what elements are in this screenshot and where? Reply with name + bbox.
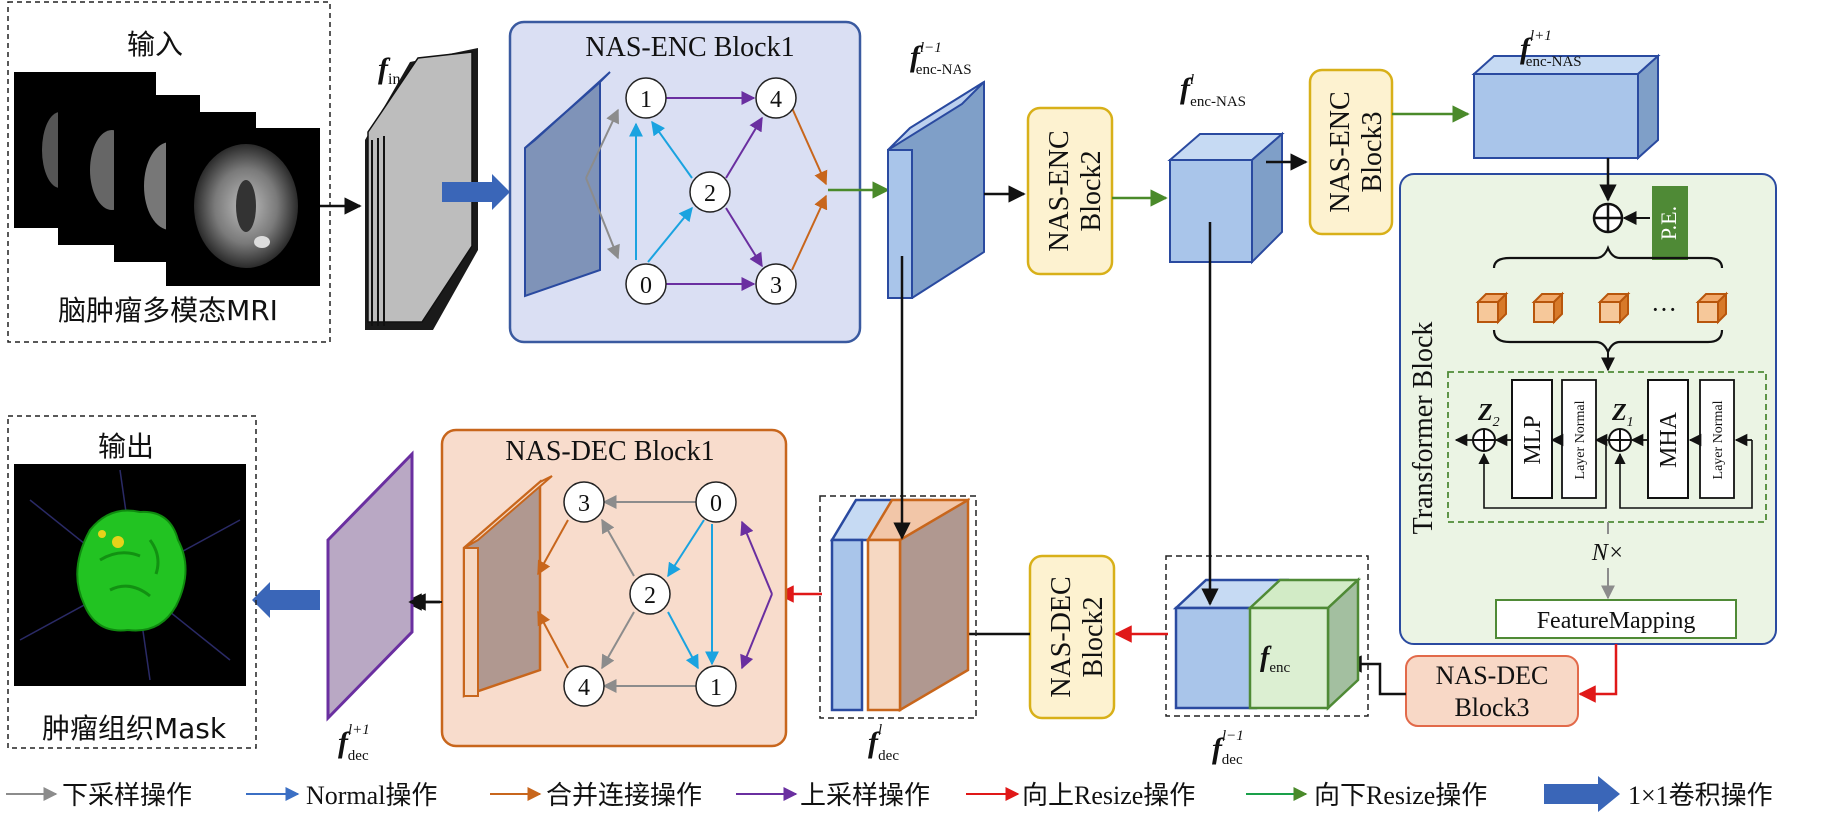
dec-node-2: 2 — [629, 573, 671, 615]
enc-node-3: 3 — [755, 263, 797, 305]
transformer-block: Transformer Block P.E. ··· Layer Normal … — [1399, 158, 1777, 645]
mha-block: MHA — [1647, 379, 1689, 499]
svg-text:NAS-ENCBlock2: NAS-ENCBlock2 — [1044, 130, 1107, 251]
input-caption: 脑肿瘤多模态MRI — [58, 294, 278, 327]
svg-text:0: 0 — [640, 273, 652, 299]
layer-norm-2: Layer Normal — [1699, 379, 1735, 499]
svg-text:4: 4 — [578, 675, 590, 701]
z2-label: Z2 — [1477, 400, 1500, 430]
svg-text:NAS-ENCBlock3: NAS-ENCBlock3 — [1325, 91, 1388, 212]
conv1x1-arrow-enc — [442, 174, 510, 210]
feat-dec-lp1-slab — [326, 450, 414, 722]
enc-block1: NAS-ENC Block1 1 4 2 0 3 — [508, 20, 862, 344]
f-enc-label: fenc — [1260, 642, 1290, 676]
add-circle-z2 — [1472, 428, 1496, 452]
dec-block3: NAS-DEC Block3 — [1405, 655, 1579, 727]
svg-text:0: 0 — [710, 491, 722, 517]
feat-enc-l-cube — [1167, 131, 1285, 265]
token-cubes: ··· — [1475, 291, 1729, 325]
svg-text:···: ··· — [1651, 295, 1677, 324]
legend-item-concat: 合并连接操作 — [490, 781, 702, 811]
feature-mapping: FeatureMapping — [1495, 599, 1737, 639]
svg-text:Layer Normal: Layer Normal — [1573, 400, 1588, 479]
positional-encoding: P.E. — [1652, 186, 1688, 260]
f-in-label: fin — [378, 52, 400, 88]
input-title: 输入 — [127, 28, 183, 61]
svg-text:合并连接操作: 合并连接操作 — [546, 781, 702, 811]
f-in-stack — [365, 48, 478, 330]
input-panel: 输入 脑肿瘤多模态MRI — [7, 1, 331, 343]
output-title: 输出 — [98, 430, 154, 463]
svg-text:向上Resize操作: 向上Resize操作 — [1022, 781, 1195, 810]
layer-norm-1: Layer Normal — [1561, 379, 1597, 499]
output-caption: 肿瘤组织Mask — [42, 712, 227, 745]
svg-text:NAS-DEC: NAS-DEC — [1436, 661, 1549, 690]
enc-node-4: 4 — [755, 77, 797, 119]
svg-text:向下Resize操作: 向下Resize操作 — [1314, 781, 1487, 810]
legend-item-up-resize: 向上Resize操作 — [966, 781, 1195, 810]
svg-text:NAS-DECBlock2: NAS-DECBlock2 — [1046, 576, 1109, 697]
svg-text:MHA: MHA — [1656, 411, 1682, 468]
svg-text:FeatureMapping: FeatureMapping — [1537, 608, 1696, 634]
arrow-up-resize-transformer — [1578, 644, 1618, 703]
svg-text:上采样操作: 上采样操作 — [800, 781, 930, 811]
add-circle-top — [1592, 202, 1624, 234]
svg-text:Normal操作: Normal操作 — [306, 781, 437, 810]
add-circle-z1 — [1608, 428, 1632, 452]
svg-text:3: 3 — [770, 273, 782, 299]
legend-item-normal: Normal操作 — [246, 781, 437, 810]
svg-text:2: 2 — [644, 583, 656, 609]
svg-text:Block3: Block3 — [1454, 693, 1529, 722]
svg-text:MLP: MLP — [1520, 415, 1546, 464]
dec-block2: NAS-DECBlock2 — [1028, 554, 1116, 720]
repeat-label: N× — [1591, 540, 1624, 566]
svg-text:3: 3 — [578, 491, 590, 517]
legend-item-down-resize: 向下Resize操作 — [1246, 781, 1487, 810]
feat-dec-l-group — [819, 495, 977, 719]
svg-text:P.E.: P.E. — [1656, 206, 1681, 240]
enc-node-0: 0 — [625, 263, 667, 305]
legend-item-downsample: 下采样操作 — [6, 781, 192, 811]
dec-node-1: 1 — [695, 665, 737, 707]
mri-stack — [14, 72, 320, 286]
enc-block3: NAS-ENCBlock3 — [1308, 68, 1394, 236]
enc-block1-title: NAS-ENC Block1 — [585, 32, 794, 63]
output-panel: 输出 肿瘤组织Mask — [7, 415, 257, 749]
enc-block2: NAS-ENCBlock2 — [1026, 106, 1114, 276]
feat-enc-lm1-slab — [887, 80, 985, 299]
enc-node-2: 2 — [689, 171, 731, 213]
svg-text:1: 1 — [640, 87, 652, 113]
dec-node-4: 4 — [563, 665, 605, 707]
dec-node-3: 3 — [563, 481, 605, 523]
feat-enc-lp1-box — [1471, 53, 1661, 161]
enc-node-1: 1 — [625, 77, 667, 119]
legend-item-conv1x1: 1×1卷积操作 — [1544, 776, 1773, 812]
z1-label: Z1 — [1611, 400, 1634, 430]
transformer-title: Transformer Block — [1408, 322, 1439, 535]
legend-item-upsample: 上采样操作 — [736, 781, 930, 811]
svg-text:2: 2 — [704, 181, 716, 207]
conv1x1-arrow-dec — [252, 582, 320, 618]
arrow-dec3-out — [1344, 655, 1406, 696]
dec-node-0: 0 — [695, 481, 737, 523]
svg-text:1: 1 — [710, 675, 722, 701]
mlp-block: MLP — [1511, 379, 1553, 499]
tumor-render — [14, 464, 246, 686]
svg-text:4: 4 — [770, 87, 782, 113]
svg-text:1×1卷积操作: 1×1卷积操作 — [1628, 781, 1773, 810]
dec-block1-title: NAS-DEC Block1 — [505, 436, 714, 467]
svg-text:Layer Normal: Layer Normal — [1711, 400, 1726, 479]
dec-block1: NAS-DEC Block1 0 3 2 1 4 — [440, 428, 788, 748]
svg-text:下采样操作: 下采样操作 — [62, 781, 192, 811]
feat-dec-lm1-group — [1165, 555, 1369, 717]
legend: 下采样操作 Normal操作 合并连接操作 上采样操作 向上Resize操作 向… — [6, 776, 1773, 812]
